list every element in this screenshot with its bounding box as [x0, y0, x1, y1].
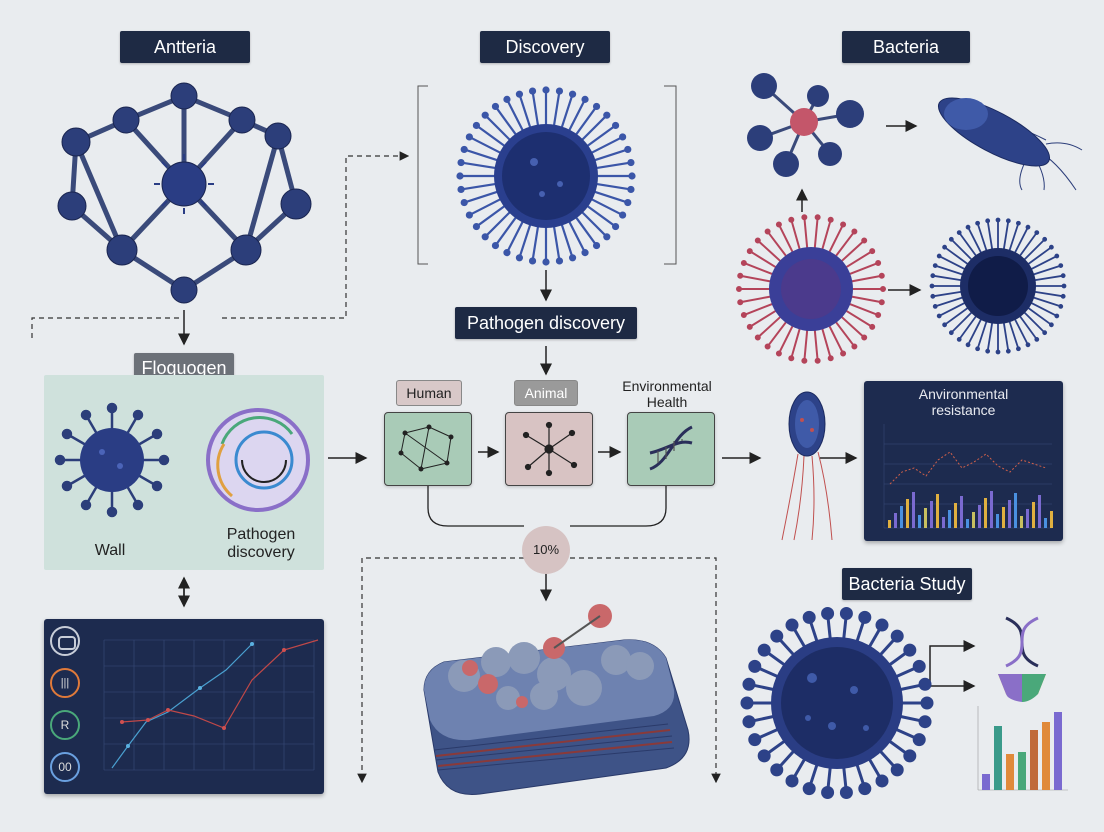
env-chart-title-line2: resistance: [864, 402, 1063, 418]
network-icon: [385, 413, 471, 485]
tissue-3d-image: [404, 600, 704, 800]
dna-helix-icon: [992, 612, 1052, 702]
left-line-chart: [94, 630, 314, 780]
bacteria-study-title: Bacteria Study: [842, 568, 972, 600]
human-label: Human: [396, 380, 462, 406]
study-bar-chart: [972, 704, 1072, 794]
spiky-virus-icon: [52, 400, 172, 520]
pathogen-discovery-title: Pathogen discovery: [455, 307, 637, 339]
infinity-icon[interactable]: 00: [50, 752, 80, 782]
r-icon[interactable]: R: [50, 710, 80, 740]
animal-label: Animal: [514, 380, 578, 406]
environmental-box: [627, 412, 715, 486]
circle-icon[interactable]: [50, 626, 80, 656]
antteria-network-diagram: [54, 80, 314, 310]
environmental-label-line1: Environmental: [612, 378, 722, 394]
flagellated-bacterium-image: [772, 390, 842, 540]
pill-icon[interactable]: |||: [50, 668, 80, 698]
pathogen-label-line2: discovery: [206, 544, 316, 562]
wall-label: Wall: [80, 542, 140, 560]
dna-icon: [628, 413, 714, 485]
blue-virus-image: [928, 214, 1068, 354]
study-virus-image: [742, 608, 932, 798]
env-resistance-chart: [876, 424, 1056, 534]
percentage-badge: 10%: [522, 526, 570, 574]
pathogen-label-line1: Pathogen: [206, 526, 316, 544]
human-box: [384, 412, 472, 486]
env-chart-title-line1: Anvironmental: [864, 386, 1063, 402]
bacillus-image: [926, 80, 1086, 190]
molecule-icon: [506, 413, 592, 485]
bacteria-cluster-image: [744, 66, 874, 186]
bacteria-title: Bacteria: [842, 31, 970, 63]
discovery-title: Discovery: [480, 31, 610, 63]
antteria-title: Antteria: [120, 31, 250, 63]
red-virus-image: [736, 214, 886, 364]
discovery-virus-image: [456, 86, 636, 266]
animal-box: [505, 412, 593, 486]
environmental-label-line2: Health: [612, 394, 722, 410]
circular-cycle-icon: [202, 404, 322, 524]
